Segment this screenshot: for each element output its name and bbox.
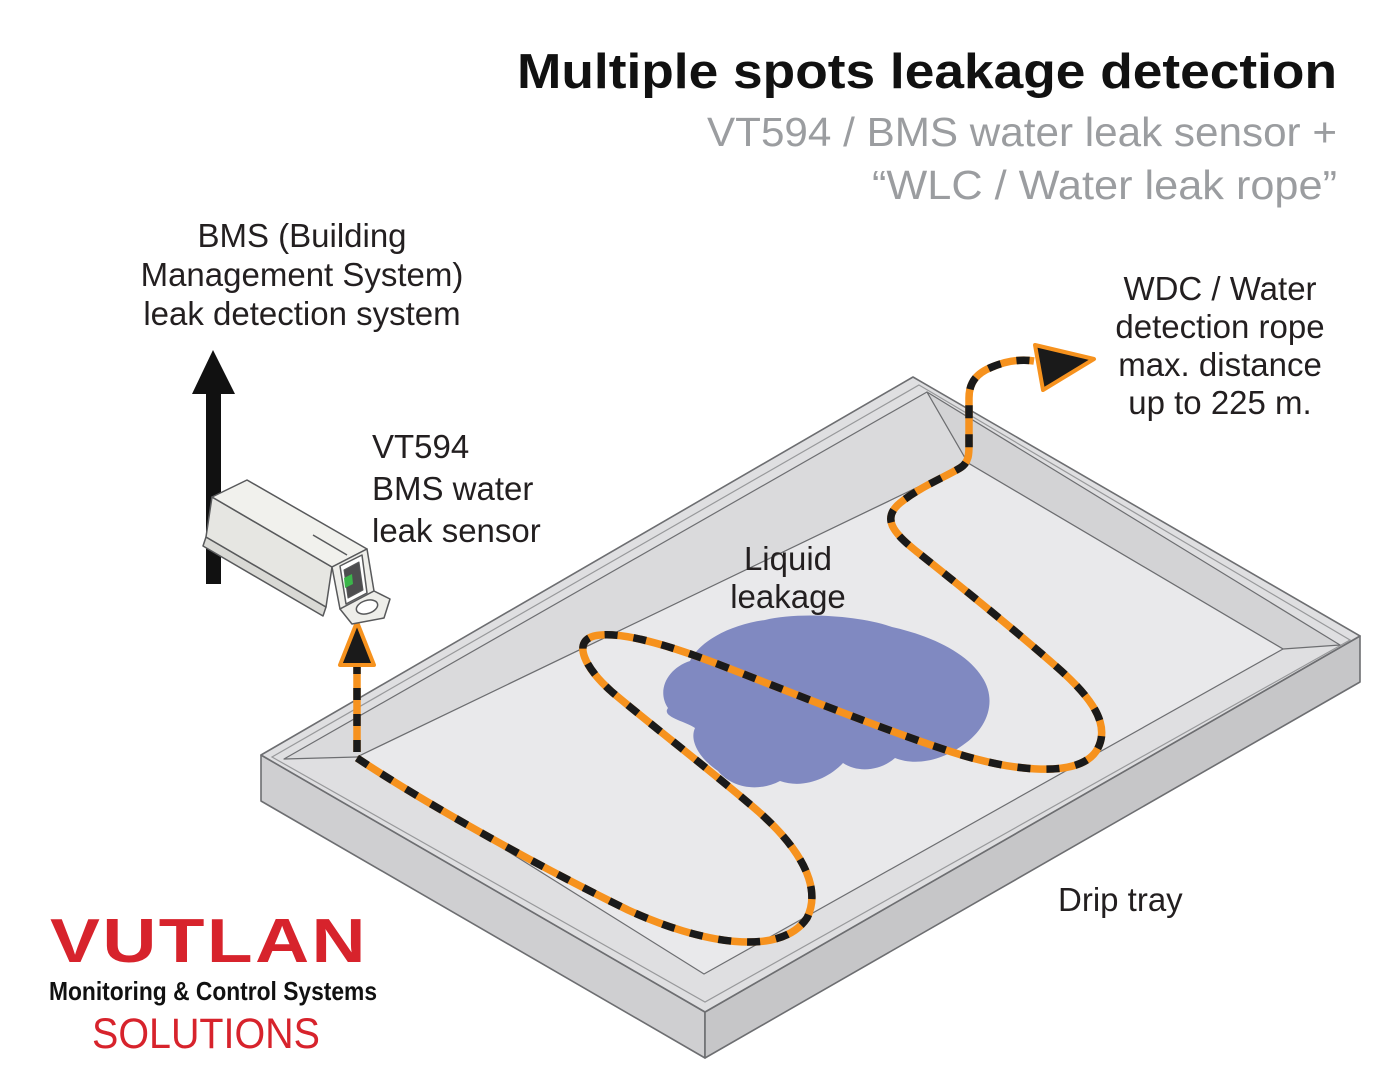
rope-exit-arrowhead xyxy=(1033,343,1096,392)
vt594-sensor-device xyxy=(202,479,391,625)
sensor-port-recess xyxy=(343,561,364,599)
svg-text:BMS water: BMS water xyxy=(372,470,533,507)
svg-text:Liquid: Liquid xyxy=(744,540,832,577)
svg-text:Management System): Management System) xyxy=(141,256,464,293)
svg-text:max. distance: max. distance xyxy=(1118,346,1322,383)
svg-text:VT594: VT594 xyxy=(372,428,469,465)
svg-text:up to 225 m.: up to 225 m. xyxy=(1128,384,1311,421)
vutlan-logo: VUTLAN Monitoring & Control Systems SOLU… xyxy=(49,907,377,1058)
logo-subbrand: SOLUTIONS xyxy=(92,1010,320,1058)
page-title: Multiple spots leakage detection xyxy=(517,45,1337,99)
sensor-port-clip xyxy=(344,574,353,588)
water-detection-rope xyxy=(338,343,1106,946)
subtitle-line-2: “WLC / Water leak rope” xyxy=(872,162,1337,208)
bms-arrow-head xyxy=(192,350,235,394)
liquid-leakage-spot xyxy=(663,615,990,788)
svg-text:detection rope: detection rope xyxy=(1115,308,1324,345)
svg-text:leakage: leakage xyxy=(730,578,846,615)
svg-text:leak sensor: leak sensor xyxy=(372,512,541,549)
svg-text:WDC / Water: WDC / Water xyxy=(1123,270,1316,307)
sensor-mount-hole xyxy=(355,599,379,615)
wdc-rope-label: WDC / Water detection rope max. distance… xyxy=(1115,270,1324,421)
liquid-leakage-label: Liquid leakage xyxy=(730,540,846,615)
header: Multiple spots leakage detection VT594 /… xyxy=(517,45,1337,208)
tray-rim-bevel xyxy=(270,384,1352,1003)
bms-system-label: BMS (Building Management System) leak de… xyxy=(141,217,464,332)
sensor-top-seam xyxy=(312,534,348,556)
logo-tagline: Monitoring & Control Systems xyxy=(49,976,377,1006)
rope-serpentine-dashes xyxy=(354,356,1106,946)
subtitle-line-1: VT594 / BMS water leak sensor + xyxy=(707,109,1337,155)
vt594-sensor-label: VT594 BMS water leak sensor xyxy=(372,428,541,549)
drip-tray-label: Drip tray xyxy=(1058,881,1183,918)
svg-text:leak detection system: leak detection system xyxy=(143,295,460,332)
rope-sensor-arrowhead xyxy=(338,620,376,667)
svg-text:BMS (Building: BMS (Building xyxy=(197,217,406,254)
logo-brand: VUTLAN xyxy=(50,907,368,976)
